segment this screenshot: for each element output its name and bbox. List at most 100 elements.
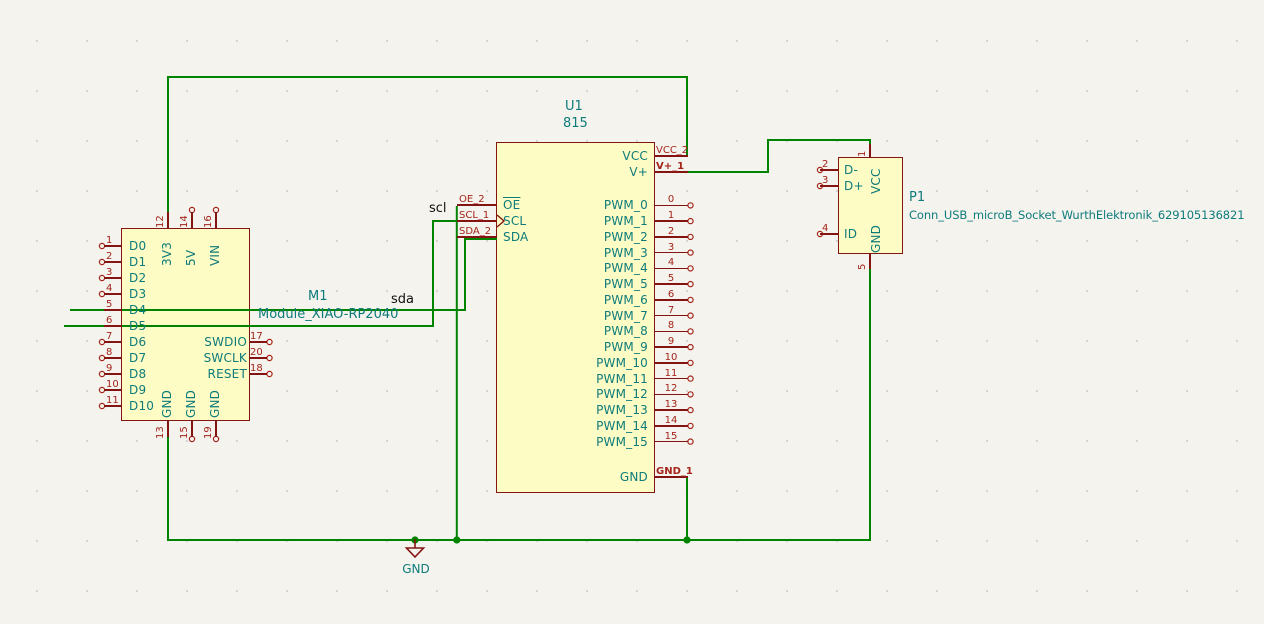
pin-line[interactable] bbox=[869, 253, 871, 269]
pin[interactable]: 4 D3 bbox=[99, 283, 229, 302]
pin[interactable]: PWM_1 1 bbox=[560, 211, 710, 229]
pin-name: PWM_7 bbox=[603, 308, 648, 323]
pin[interactable]: PWM_15 15 bbox=[560, 431, 710, 450]
pin-number: 8 bbox=[667, 320, 675, 332]
pin[interactable]: V+ V+_1 bbox=[600, 160, 710, 180]
pin-line[interactable] bbox=[215, 420, 217, 437]
pin-line[interactable] bbox=[869, 144, 871, 157]
pin-line[interactable] bbox=[167, 420, 169, 437]
u1-power-pins: VCC VCC_2 V+ V+_1 bbox=[600, 144, 710, 180]
pin-name: SWDIO bbox=[204, 335, 247, 349]
pin[interactable]: PWM_14 14 bbox=[560, 415, 710, 434]
clock-marker-icon bbox=[496, 214, 506, 228]
pin-line bbox=[457, 204, 497, 206]
pin[interactable]: PWM_6 6 bbox=[560, 289, 710, 308]
pin-line bbox=[654, 377, 688, 380]
pin-number: 6 bbox=[106, 314, 113, 326]
pin-line bbox=[654, 393, 688, 396]
p1-data-pins: 2 D- 3 D+ bbox=[818, 159, 898, 194]
pin-line bbox=[820, 233, 838, 235]
pin-line bbox=[249, 357, 267, 359]
pin-name: GND bbox=[869, 224, 883, 253]
pin[interactable]: 7 D6 bbox=[99, 331, 229, 350]
pin[interactable]: 8 D7 bbox=[99, 347, 229, 366]
pin-name: D3 bbox=[129, 287, 147, 301]
pin[interactable]: PWM_5 5 bbox=[560, 274, 710, 292]
pin-number: VCC_2 bbox=[656, 144, 689, 156]
pin[interactable]: PWM_13 13 bbox=[560, 400, 710, 418]
pin[interactable]: 2 D- bbox=[818, 159, 898, 178]
pin[interactable]: PWM_10 10 bbox=[560, 352, 710, 371]
pin-number: 19 bbox=[203, 426, 214, 439]
pin-name: D0 bbox=[129, 239, 147, 253]
pin-line[interactable] bbox=[191, 420, 193, 437]
pin-line bbox=[104, 309, 122, 311]
pin[interactable]: SCL_1 SCL bbox=[455, 210, 575, 229]
p1-reference[interactable]: P1 bbox=[909, 190, 926, 205]
pin-line bbox=[654, 283, 688, 285]
pin[interactable]: PWM_7 7 bbox=[560, 305, 710, 324]
pin[interactable]: 9 D8 bbox=[99, 363, 229, 382]
pin-name: D1 bbox=[129, 255, 147, 269]
pin[interactable]: 11 D10 bbox=[99, 395, 229, 414]
pin[interactable]: RESET 18 bbox=[189, 363, 299, 382]
wire-vplus-to-usb-vcc[interactable] bbox=[688, 139, 871, 173]
pin[interactable]: PWM_0 0 bbox=[560, 195, 710, 214]
pin-line[interactable] bbox=[215, 212, 217, 228]
wire-3v3-to-vcc[interactable] bbox=[167, 76, 688, 213]
pin[interactable]: SWDIO 17 bbox=[189, 331, 299, 350]
pin[interactable]: SDA_2 SDA bbox=[455, 226, 575, 245]
gnd-power-symbol[interactable] bbox=[404, 539, 426, 559]
u1-gnd-pin[interactable]: GND GND_1 bbox=[600, 466, 710, 485]
pin-line bbox=[654, 220, 688, 222]
pin[interactable]: PWM_9 9 bbox=[560, 337, 710, 355]
pin[interactable]: 4 ID bbox=[818, 222, 898, 242]
pin[interactable]: PWM_11 11 bbox=[560, 368, 710, 387]
u1-reference[interactable]: U1 bbox=[565, 99, 583, 114]
net-label-scl[interactable]: scl bbox=[429, 201, 447, 216]
pin-line bbox=[654, 330, 688, 333]
pin-line bbox=[104, 405, 122, 407]
pin[interactable]: PWM_8 8 bbox=[560, 320, 710, 340]
pin[interactable]: PWM_3 3 bbox=[560, 242, 710, 261]
pin-name: D- bbox=[844, 163, 858, 177]
pin[interactable]: 5 D4 bbox=[99, 299, 229, 318]
pin-line bbox=[654, 299, 688, 301]
pin[interactable]: PWM_12 12 bbox=[560, 384, 710, 403]
pin-line bbox=[820, 185, 838, 187]
pin[interactable]: PWM_4 4 bbox=[560, 258, 710, 277]
net-label-sda[interactable]: sda bbox=[391, 292, 414, 307]
pin-number: 5 bbox=[857, 263, 868, 270]
pin-number: 12 bbox=[155, 215, 166, 228]
pin[interactable]: PWM_2 2 bbox=[560, 226, 710, 245]
wire-scl[interactable] bbox=[64, 220, 458, 327]
pin-name: GND bbox=[184, 389, 198, 418]
pin[interactable]: 6 D5 bbox=[99, 314, 229, 334]
pin-line[interactable] bbox=[167, 212, 169, 228]
p1-value[interactable]: Conn_USB_microB_Socket_WurthElektronik_6… bbox=[909, 208, 1245, 222]
pin-name: PWM_6 bbox=[603, 292, 648, 307]
pin-line bbox=[654, 155, 688, 157]
pin-number: 4 bbox=[822, 222, 829, 234]
pin-number: 20 bbox=[250, 346, 263, 358]
wire-gnd-bus[interactable] bbox=[167, 268, 871, 541]
pin-number: V+_1 bbox=[656, 160, 685, 172]
pin[interactable]: SWCLK 20 bbox=[189, 346, 299, 366]
wire-sda[interactable] bbox=[70, 238, 497, 311]
u1-symbol-body[interactable] bbox=[496, 142, 655, 493]
m1-reference[interactable]: M1 bbox=[308, 289, 328, 304]
pin[interactable]: 3 D+ bbox=[818, 175, 898, 194]
pin[interactable]: 2 D1 bbox=[99, 251, 229, 270]
m1-symbol-body[interactable] bbox=[121, 228, 250, 421]
m1-value[interactable]: Module_XIAO-RP2040 bbox=[258, 307, 399, 322]
pin-line[interactable] bbox=[191, 212, 193, 228]
pin[interactable]: OE_2 OE bbox=[455, 194, 575, 213]
pin-line bbox=[104, 389, 122, 391]
u1-value[interactable]: 815 bbox=[563, 116, 588, 131]
pin-name: D9 bbox=[129, 383, 147, 397]
pin[interactable]: 10 D9 bbox=[99, 379, 229, 398]
pin[interactable]: VCC VCC_2 bbox=[600, 144, 710, 164]
pin-name: D+ bbox=[844, 179, 864, 193]
pin[interactable]: 3 D2 bbox=[99, 267, 229, 286]
pin[interactable]: 1 D0 bbox=[99, 235, 229, 254]
